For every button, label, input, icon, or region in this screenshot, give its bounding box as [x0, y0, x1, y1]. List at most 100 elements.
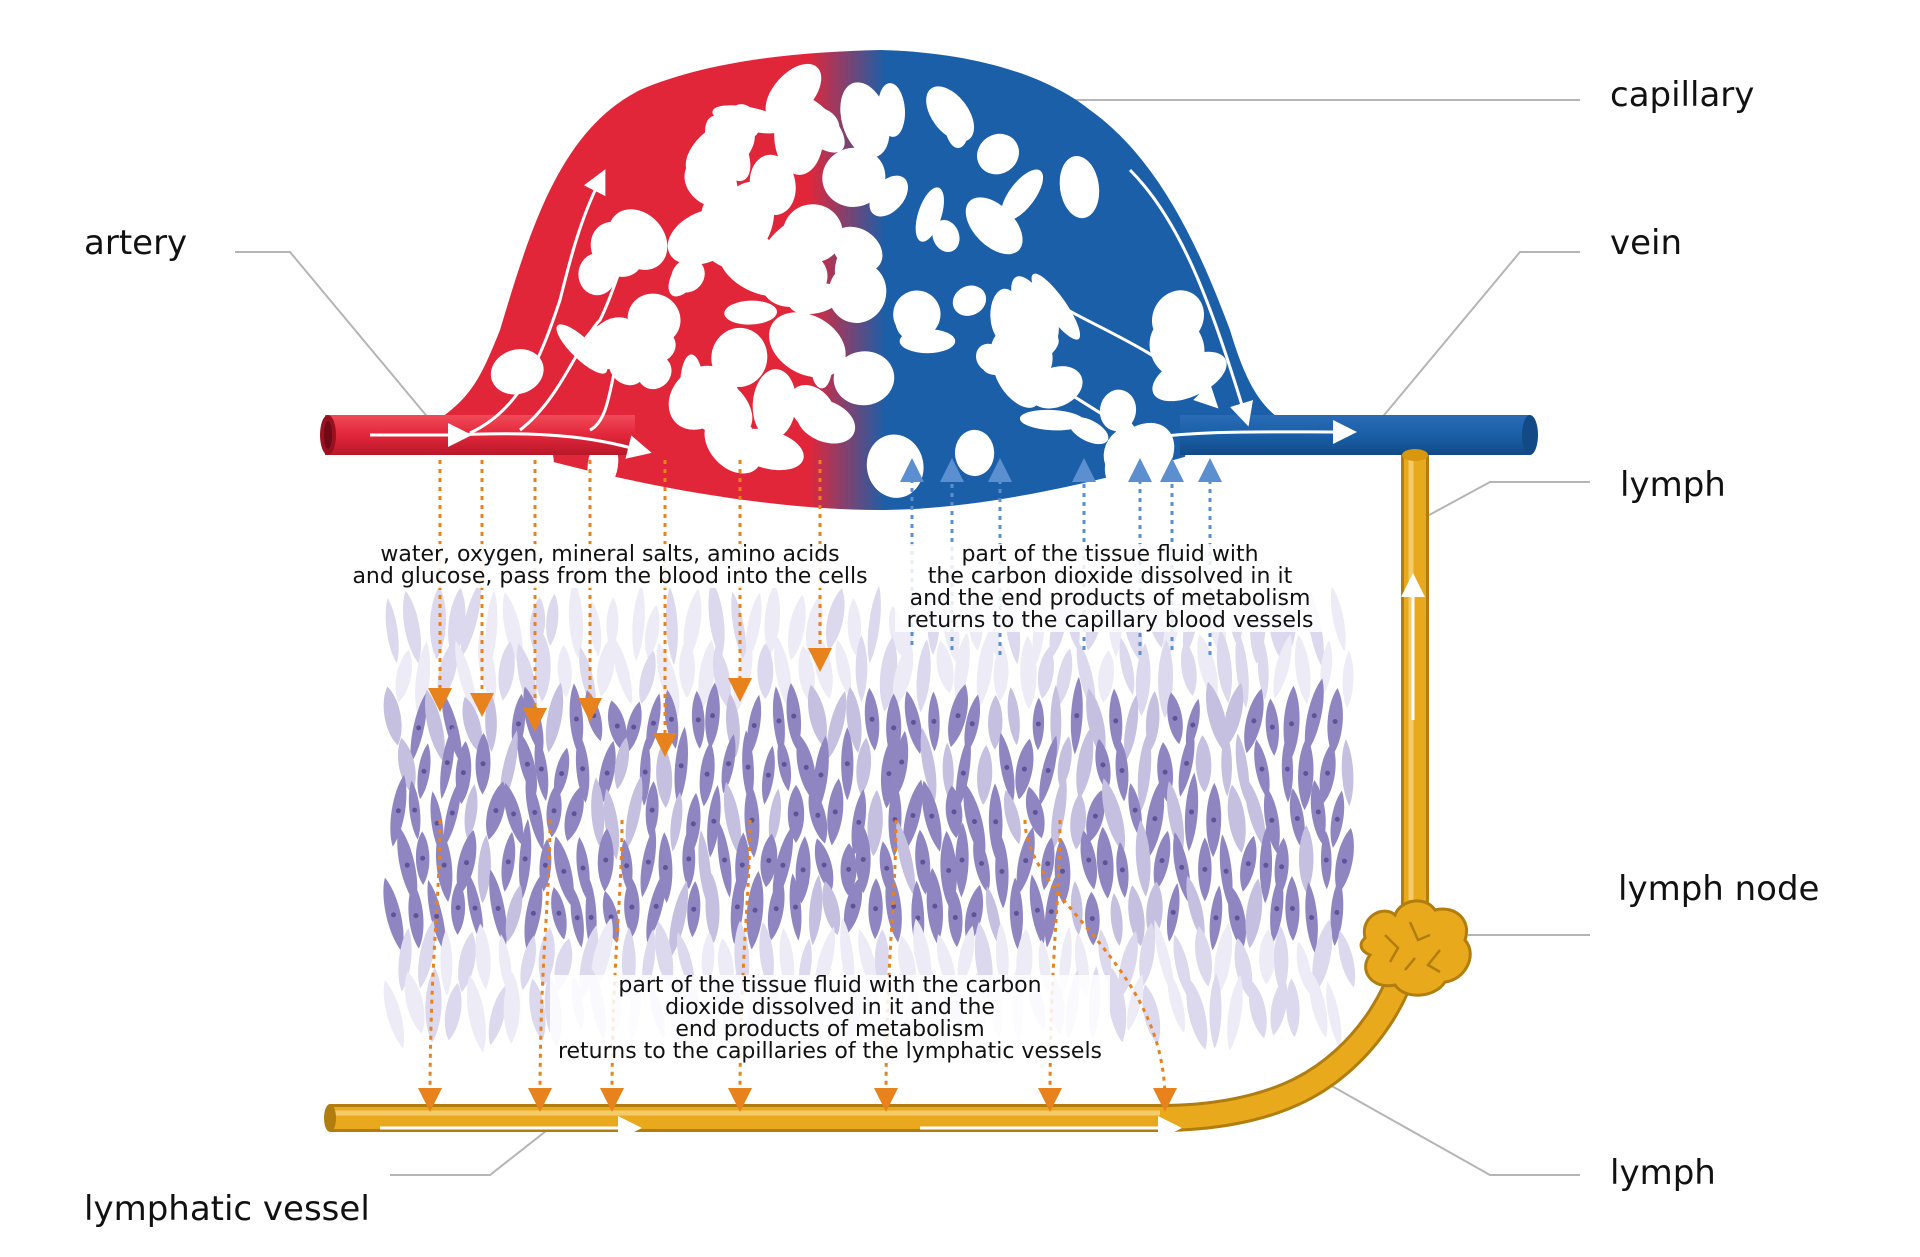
- tissue-cell: [1084, 891, 1100, 946]
- tissue-cell: [705, 682, 720, 749]
- tissue-cell: [1327, 688, 1343, 755]
- capillary-gap: [732, 428, 804, 471]
- tissue-cell: [1118, 930, 1138, 999]
- lymph-node-label: lymph node: [1618, 869, 1820, 909]
- tissue-cell: [1338, 930, 1356, 988]
- tissue-cell: [1304, 678, 1324, 754]
- tissue-cell: [936, 640, 954, 694]
- tissue-cell: [928, 691, 940, 752]
- tissue-cell: [1257, 636, 1269, 700]
- tissue-cell: [988, 695, 1003, 750]
- tissue-cell: [460, 580, 482, 658]
- transfer-arrow: [600, 819, 625, 1112]
- tissue-cell: [723, 781, 742, 855]
- lymph-top-leader: [1419, 481, 1590, 521]
- tissue-cell: [656, 643, 680, 717]
- tissue-cell: [1128, 885, 1145, 947]
- tissue-cell: [425, 967, 442, 1043]
- tissue-cell: [846, 686, 862, 753]
- tissue-cell: [788, 595, 806, 661]
- tissue-cell: [1195, 735, 1212, 793]
- artery-label: artery: [84, 223, 188, 263]
- tissue-cell: [1296, 941, 1312, 994]
- tissue-cell: [656, 744, 673, 808]
- tissue-cell: [1044, 875, 1058, 948]
- tissue-cell: [1096, 826, 1114, 899]
- vein-tube: [1180, 415, 1538, 455]
- capillary-gap: [752, 369, 797, 439]
- tissue-cell: [477, 835, 491, 904]
- tissue-cell: [644, 604, 660, 659]
- tissue-cell: [464, 784, 478, 840]
- tissue-cell: [1070, 676, 1083, 755]
- tissue-cell: [948, 684, 968, 748]
- tissue-cell: [596, 638, 615, 697]
- tissue-cell: [822, 881, 841, 936]
- tissue-cell: [408, 882, 424, 949]
- vein-label: vein: [1610, 223, 1683, 263]
- tissue-cell: [557, 644, 572, 698]
- capillary-gap: [711, 327, 768, 388]
- tissue-cell: [808, 684, 827, 748]
- tissue-cell: [712, 646, 731, 708]
- capillary-gap: [1019, 409, 1085, 431]
- tissue-cell: [913, 918, 932, 993]
- tissue-cell: [383, 686, 402, 746]
- tissue-cell: [964, 884, 984, 945]
- tissue-cell: [598, 740, 616, 806]
- tissue-cell: [885, 870, 902, 943]
- tissue-cell: [1166, 781, 1184, 855]
- tissue-cell: [1309, 971, 1328, 1038]
- tissue-cell: [826, 588, 845, 651]
- tissue-cell: [698, 639, 716, 710]
- tissue-cell: [867, 585, 881, 664]
- tissue-cell: [789, 873, 802, 941]
- tissue-cell: [1119, 638, 1135, 695]
- tissue-cell: [1224, 682, 1244, 747]
- tissue-cell: [1294, 634, 1311, 705]
- tissue-cell: [545, 682, 564, 753]
- tissue-cell: [625, 775, 643, 849]
- tissue-cell: [1244, 688, 1264, 754]
- tissue-cell: [847, 598, 862, 656]
- tissue-cell: [805, 596, 823, 656]
- tissue-cell: [397, 826, 418, 904]
- tissue-cell: [655, 920, 674, 988]
- capillary-gap: [1031, 273, 1081, 340]
- tissue-cell: [390, 774, 407, 847]
- tissue-cell: [440, 930, 453, 996]
- tissue-cell: [795, 836, 811, 904]
- tissue-cell: [777, 737, 791, 791]
- capillary-gap: [1151, 290, 1205, 346]
- transfer-arrow: [874, 819, 899, 1112]
- tissue-cell: [726, 693, 740, 758]
- tissue-cell: [570, 888, 584, 948]
- transfer-arrow: [1038, 819, 1063, 1112]
- capillary-gap: [954, 429, 995, 477]
- capillary-gap: [490, 349, 544, 395]
- tissue-cell: [488, 985, 507, 1046]
- capillary-gap: [684, 157, 738, 208]
- tissue-cell: [1007, 687, 1020, 746]
- tissue-cell: [977, 745, 993, 805]
- tissue-cell: [916, 639, 931, 713]
- fluid-to-lymphatic-caption: part of the tissue fluid with the carbon…: [550, 975, 1110, 1063]
- tissue-cell: [1086, 688, 1106, 758]
- tissue-cell: [896, 819, 916, 897]
- tissue-cell: [995, 922, 1009, 991]
- tissue-cell: [1145, 779, 1165, 858]
- capillary-gap: [895, 304, 927, 340]
- tissue-cell: [843, 877, 863, 935]
- capillary-network: [430, 50, 1290, 510]
- tissue-cell: [534, 634, 551, 702]
- tissue-cell: [612, 635, 633, 705]
- tissue-cell: [440, 726, 455, 800]
- tissue-cell: [1184, 772, 1199, 852]
- tissue-cell: [538, 927, 555, 987]
- tissue-cell: [417, 743, 431, 800]
- tissue-cell: [1080, 830, 1097, 890]
- tissue-cell: [525, 774, 544, 851]
- tissue-cell: [1245, 878, 1263, 949]
- tissue-cell: [1320, 640, 1333, 695]
- tissue-cell: [1115, 739, 1129, 802]
